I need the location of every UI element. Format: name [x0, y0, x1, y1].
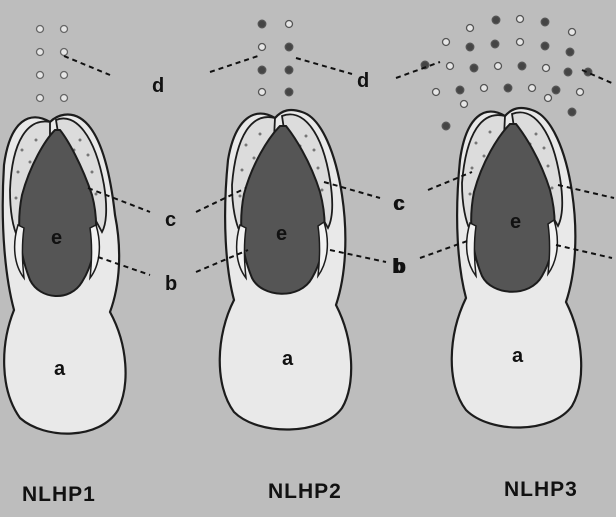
caption-nlhp3: NLHP3 — [504, 478, 578, 501]
label-b-nlhp3: b — [394, 256, 406, 278]
label-c-nlhp3: c — [394, 193, 405, 215]
label-a-nlhp1: a — [54, 358, 66, 380]
caption-nlhp1: NLHP1 — [22, 483, 96, 506]
caption-nlhp2: NLHP2 — [268, 480, 342, 503]
label-d-nlhp2: d — [357, 70, 369, 92]
label-e-nlhp2: e — [276, 223, 287, 245]
label-b-nlhp1: b — [165, 273, 177, 295]
label-d-nlhp1: d — [152, 75, 164, 97]
label-a-nlhp3: a — [512, 345, 524, 367]
label-a-nlhp2: a — [282, 348, 294, 370]
label-e-nlhp3: e — [510, 211, 521, 233]
label-e-nlhp1: e — [51, 227, 62, 249]
label-c-nlhp1: c — [165, 209, 176, 231]
